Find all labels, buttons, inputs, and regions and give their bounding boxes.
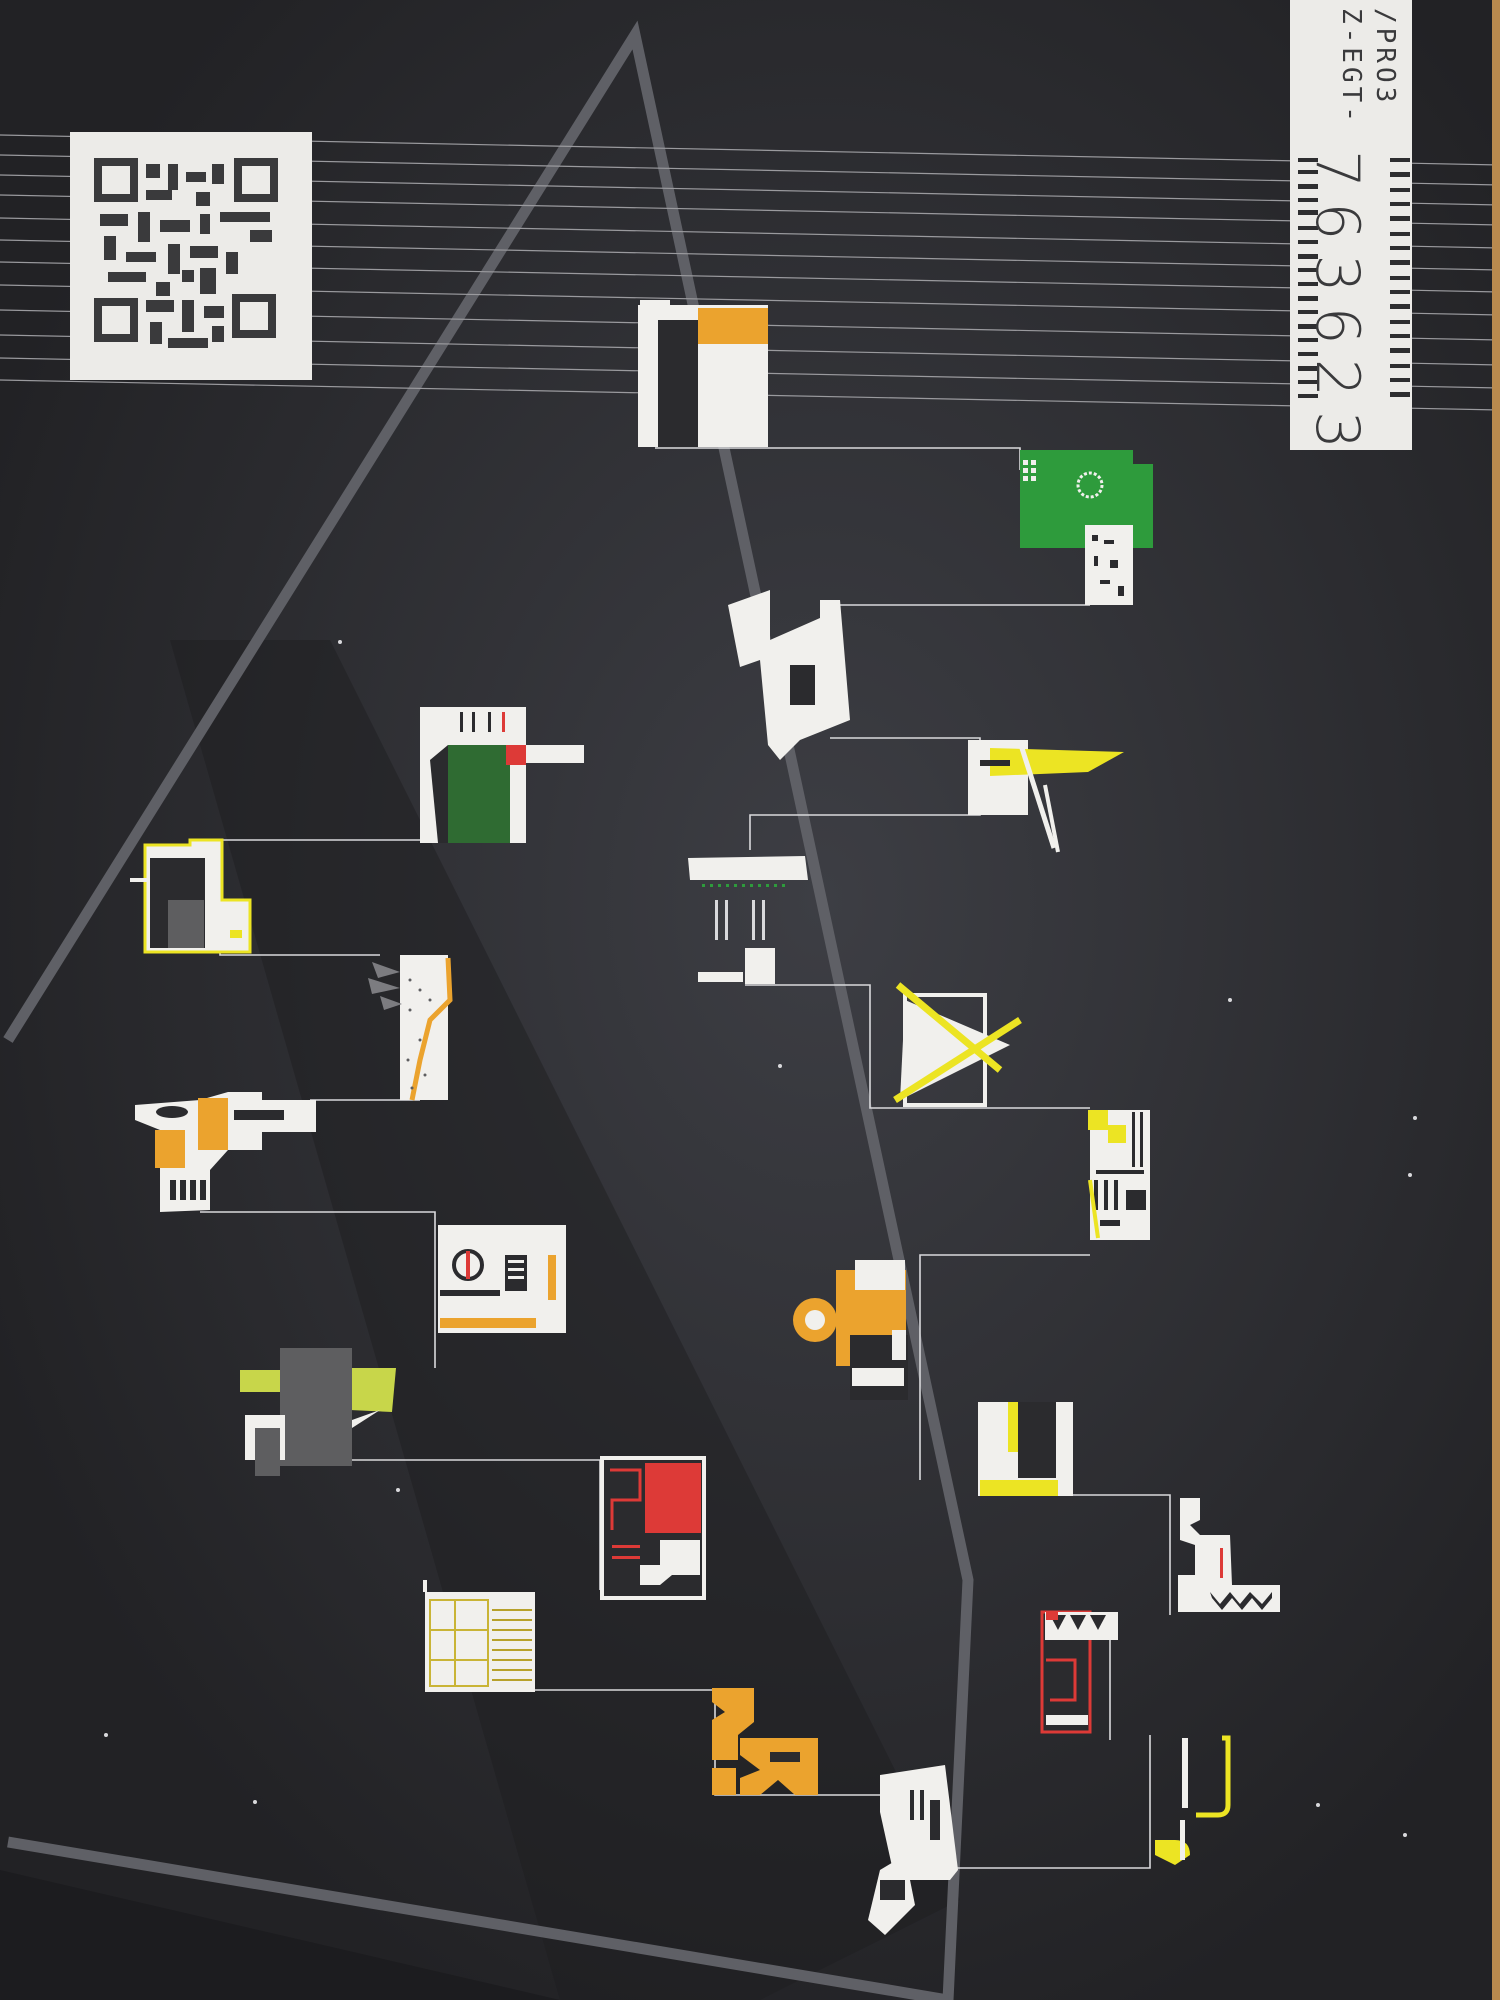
block-14-green-flag: [420, 707, 584, 843]
block-16-dotted-slab: [368, 955, 453, 1101]
block-17-orange-house: [135, 1092, 316, 1212]
background-edge: [1492, 0, 1500, 2000]
block-04-yellow-wedge: [968, 740, 1124, 853]
barcode-icon: [1290, 0, 1412, 450]
block-22-orange-glyphs: [712, 1688, 818, 1795]
block-11-red: [1040, 1610, 1118, 1734]
block-02-green: [1020, 450, 1153, 605]
block-09-u-shape: [978, 1402, 1073, 1496]
triangle-outline: [3, 20, 974, 2000]
block-10-vv: [1178, 1498, 1280, 1612]
block-03-zigzag: [728, 590, 850, 760]
block-20-red-box: [600, 1456, 706, 1600]
block-21-yellow-grid: [423, 1580, 535, 1692]
block-05-dotted-tower: [688, 856, 808, 984]
block-13-camera: [868, 1765, 958, 1935]
code-line-2: Z-EGT-: [1336, 8, 1366, 126]
block-15-yellow-frame: [130, 838, 252, 954]
block-06-triangle-frame: [893, 982, 1022, 1107]
block-08-orange-gear: [793, 1260, 908, 1400]
shadow-band: [0, 1870, 560, 2000]
code-line-1: /PRO3: [1370, 8, 1400, 107]
specks: [104, 640, 1417, 1837]
block-12-hook: [1155, 1735, 1231, 1865]
code-number: 763623: [1302, 150, 1372, 464]
block-01: [638, 300, 768, 447]
qr-code-icon: [70, 132, 312, 380]
triangle-base: [7, 1836, 949, 2000]
block-19-grey-block: [240, 1348, 396, 1476]
block-18-panel: [438, 1225, 566, 1333]
block-07-piano: [1088, 1110, 1150, 1240]
